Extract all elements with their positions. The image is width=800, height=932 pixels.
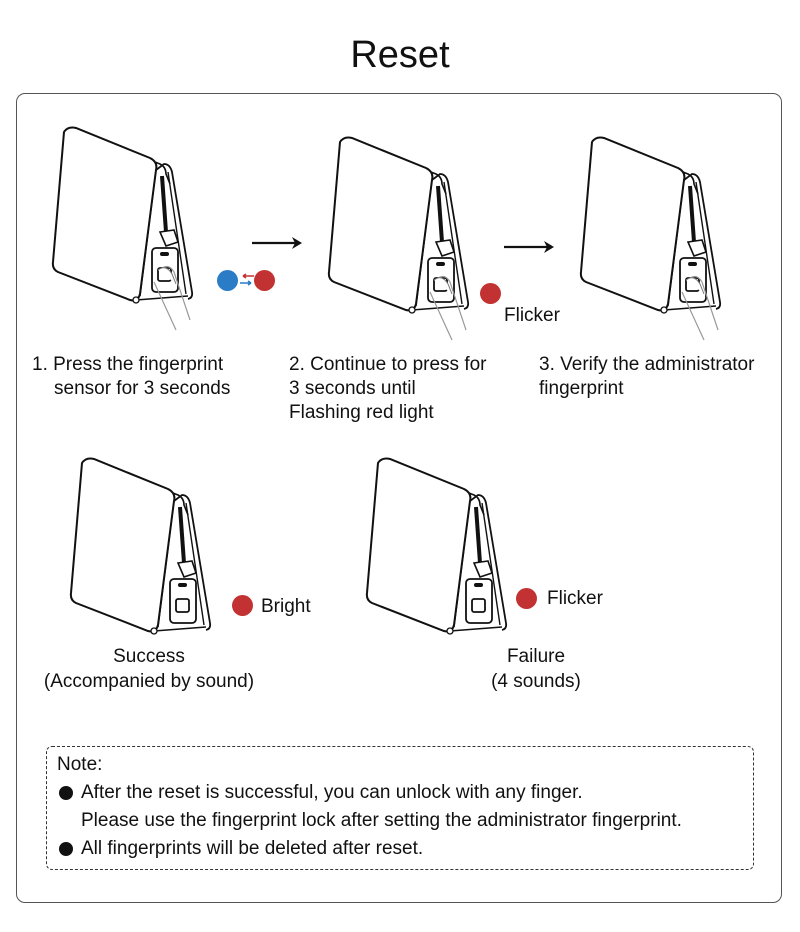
note-item-1-line-2: Please use the fingerprint lock after se…: [81, 810, 682, 831]
lock-device-failure-illustration: [364, 456, 509, 636]
lock-device-success-illustration: [68, 456, 213, 636]
red-led-bright-indicator: [232, 595, 253, 616]
note-item-2-line-1: All fingerprints will be deleted after r…: [81, 838, 424, 859]
failure-flicker-label: Flicker: [547, 588, 603, 609]
step-3-text: 3. Verify the administrator fingerprint: [539, 353, 754, 401]
bullet-icon: [59, 786, 73, 800]
note-box: Note: After the reset is successful, you…: [46, 746, 754, 870]
red-led-flicker-failure-indicator: [516, 588, 537, 609]
page-title: Reset: [350, 34, 450, 76]
success-subtitle: (Accompanied by sound): [43, 671, 255, 692]
note-item: After the reset is successful, you can u…: [57, 779, 753, 807]
lock-device-holding-illustration: [326, 135, 471, 341]
flicker-label: Flicker: [504, 305, 560, 326]
step-2-line-1: 2. Continue to press for: [289, 354, 487, 375]
success-title: Success: [113, 646, 185, 667]
step-1-text: 1. Press the fingerprint sensor for 3 se…: [32, 353, 230, 401]
note-heading: Note:: [57, 754, 103, 775]
next-step-arrow-icon: [504, 241, 554, 253]
step-1-line-1: 1. Press the fingerprint: [32, 354, 224, 375]
bullet-icon: [59, 842, 73, 856]
step-3-line-2: fingerprint: [539, 378, 624, 399]
next-step-arrow-icon: [252, 237, 302, 249]
instructions-frame: [16, 93, 782, 903]
note-item-1-line-1: After the reset is successful, you can u…: [81, 782, 583, 803]
failure-title: Failure: [506, 646, 566, 667]
red-led-indicator: [254, 270, 275, 291]
failure-caption: Failure (4 sounds): [436, 644, 636, 694]
lock-device-verify-illustration: [578, 135, 723, 341]
step-1-line-2: sensor for 3 seconds: [54, 378, 231, 399]
step-2-line-3: Flashing red light: [289, 402, 434, 423]
note-item: All fingerprints will be deleted after r…: [57, 835, 753, 863]
bright-label: Bright: [261, 596, 311, 617]
lock-device-pressing-illustration: [50, 125, 195, 331]
failure-subtitle: (4 sounds): [491, 671, 581, 692]
success-caption: Success (Accompanied by sound): [20, 644, 278, 694]
blue-led-indicator: [217, 270, 238, 291]
red-led-flicker-indicator: [480, 283, 501, 304]
step-3-line-1: 3. Verify the administrator: [539, 354, 755, 375]
step-2-text: 2. Continue to press for 3 seconds until…: [289, 353, 487, 425]
step-2-line-2: 3 seconds until: [289, 378, 416, 399]
alternating-arrows-icon: [240, 273, 254, 286]
